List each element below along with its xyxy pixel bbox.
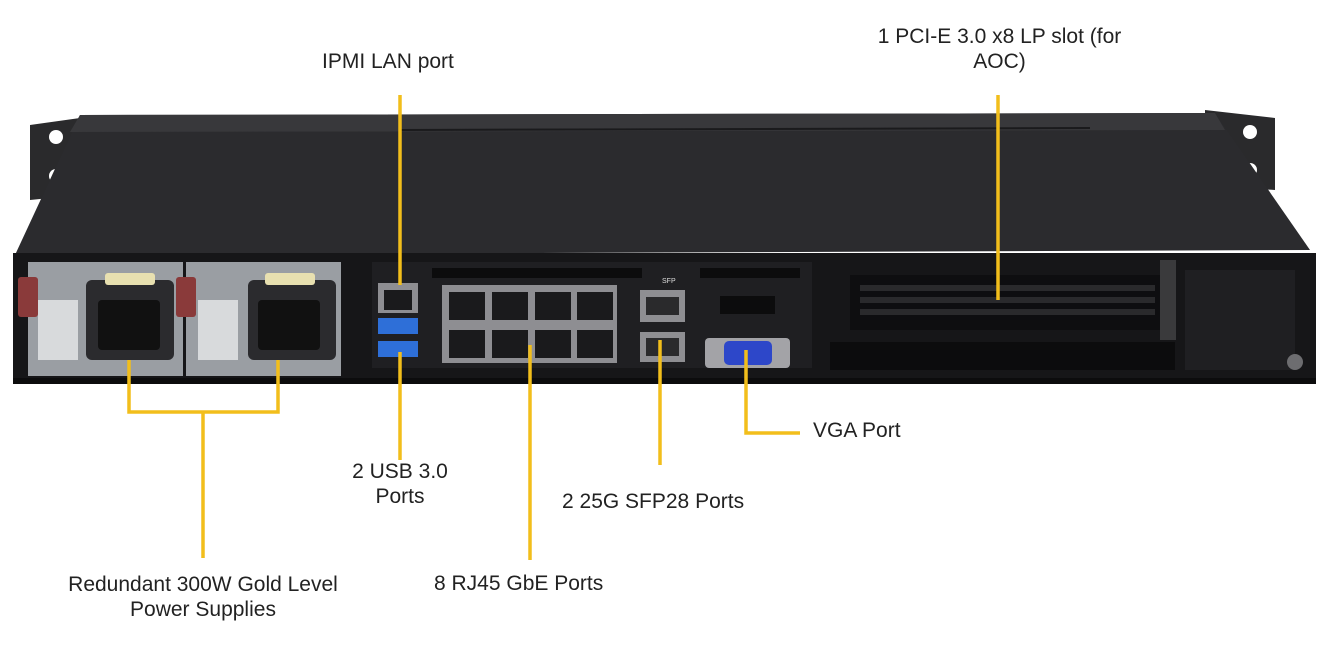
power-supplies-label-line1: Redundant 300W Gold Level [68,573,338,596]
pcie-slot-label-line1: 1 PCI-E 3.0 x8 LP slot (for [877,25,1122,48]
pcie-slot-label: 1 PCI-E 3.0 x8 LP slot (for AOC) [852,24,1147,74]
usb-ports-label: 2 USB 3.0 Ports [330,459,470,509]
pcie-slot-label-line2: AOC) [973,50,1026,73]
io-section: SFP [372,262,812,368]
rj45-ports-label: 8 RJ45 GbE Ports [434,572,604,595]
sfp-silk-label: SFP [662,278,676,285]
power-supplies-label-line2: Power Supplies [130,598,276,621]
power-supplies-label: Redundant 300W Gold Level Power Supplies [40,572,366,622]
vga-port-label: VGA Port [813,419,901,442]
pcie-slot [830,260,1303,370]
ipmi-lan-port-label: IPMI LAN port [322,50,454,73]
usb-ports-label-line2: Ports [375,485,425,508]
leader-lines [127,95,1000,560]
sfp28-ports-label: 2 25G SFP28 Ports [562,490,745,513]
power-supply-units [18,262,341,376]
usb-port-1 [378,318,418,334]
usb-ports-label-line1: 2 USB 3.0 [352,460,448,483]
usb-port-2 [378,341,418,357]
chassis-top [15,113,1310,255]
vga-leader-line [744,350,800,435]
